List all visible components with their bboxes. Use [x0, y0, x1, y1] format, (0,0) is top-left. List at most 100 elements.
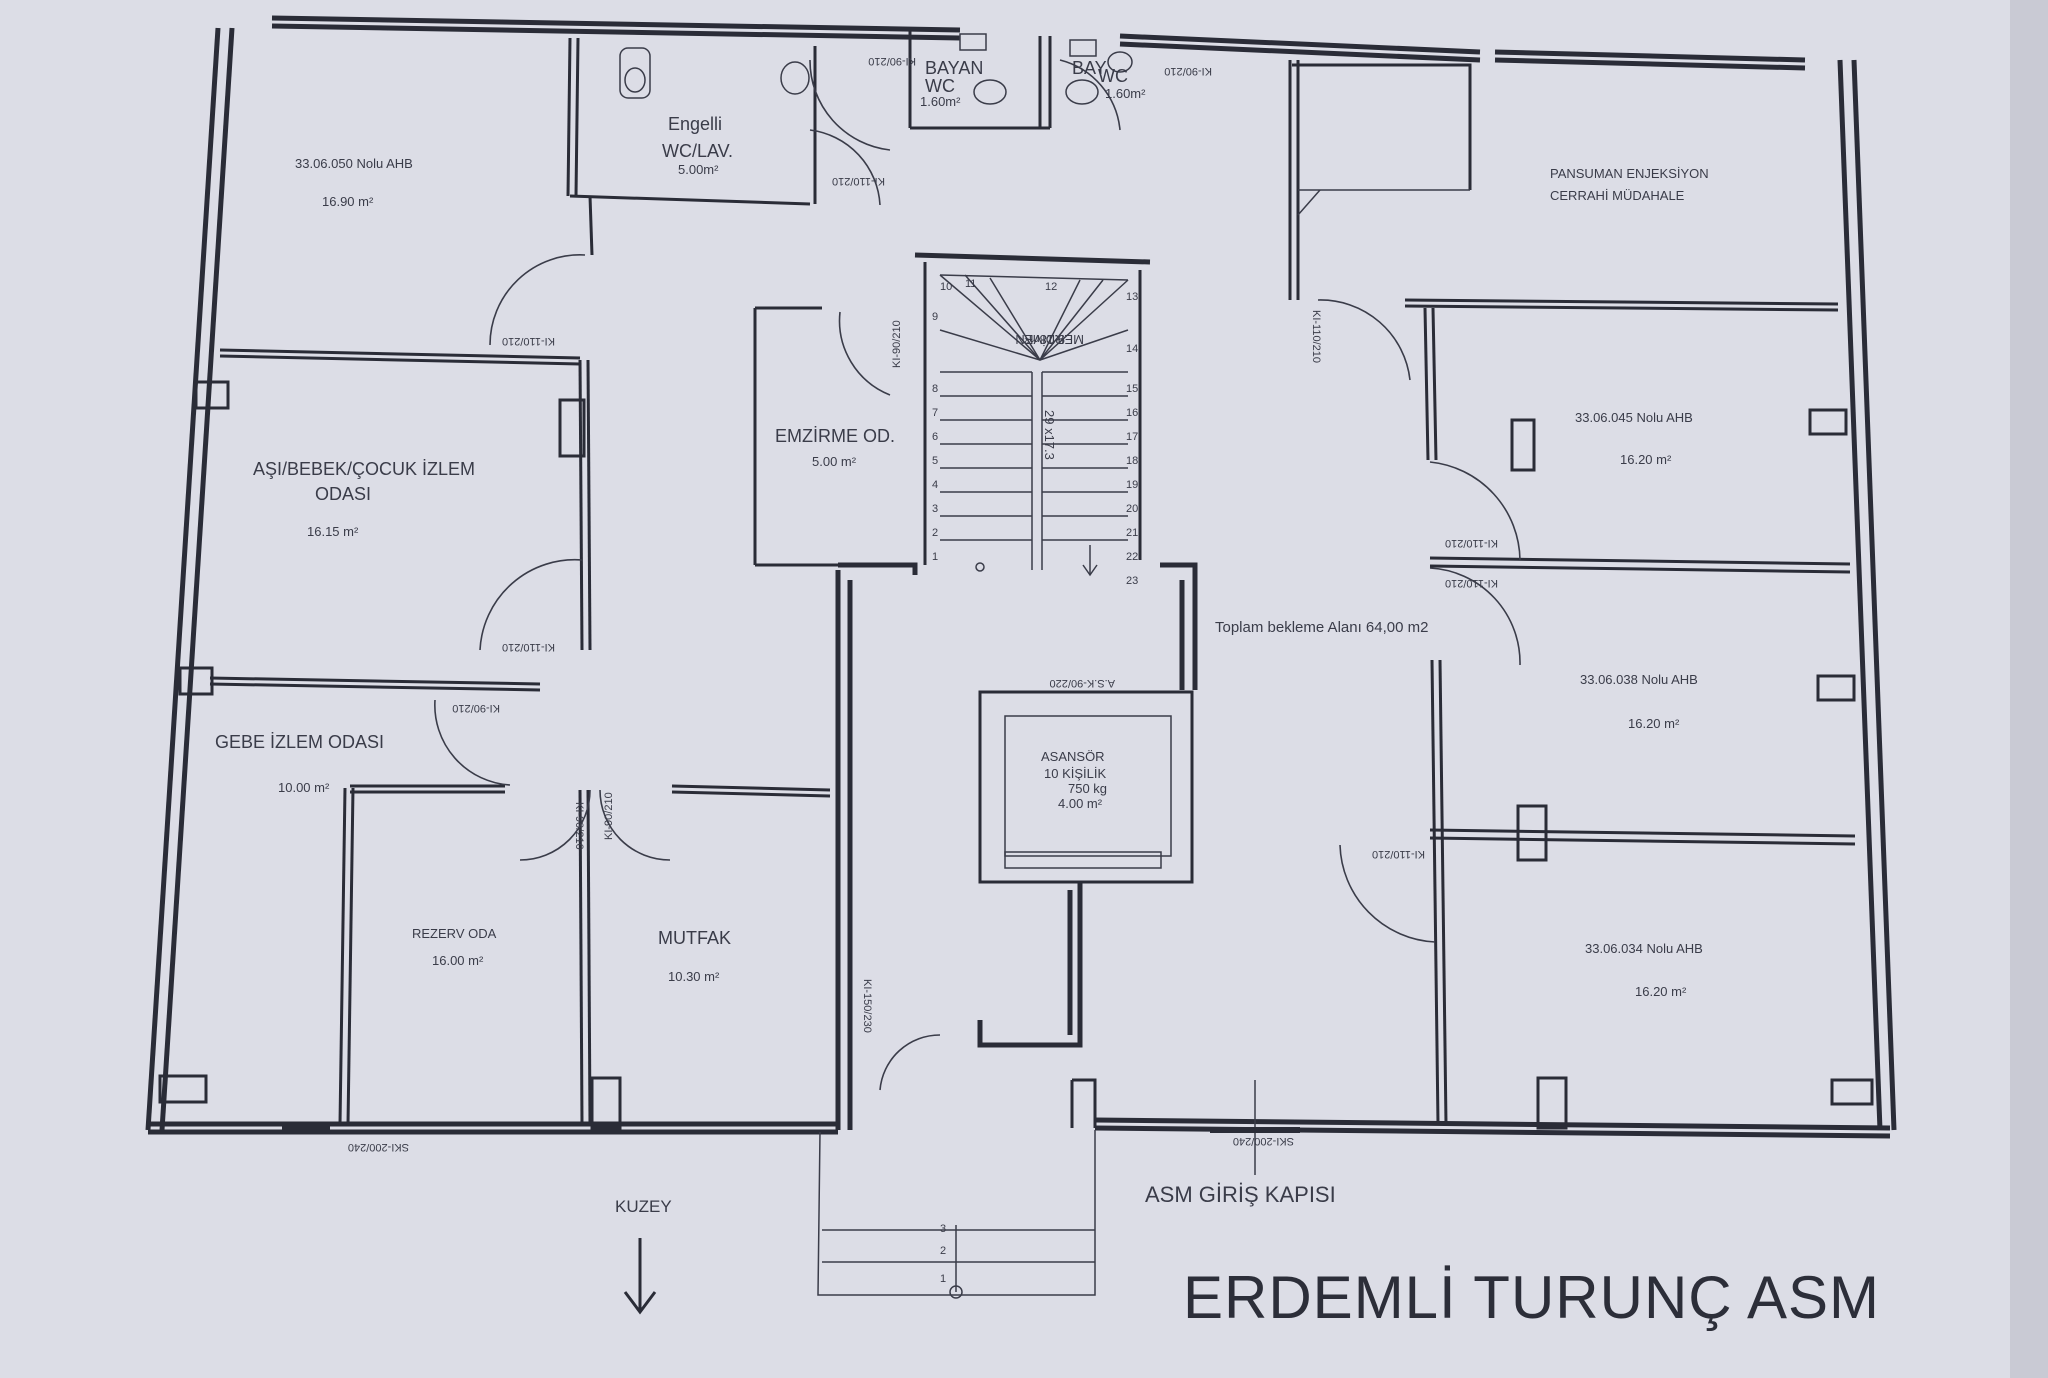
door-tag: KI-110/210 — [1445, 537, 1498, 549]
room-bayan-sub: WC — [925, 76, 955, 96]
door-tag: KI-110/210 — [1445, 577, 1498, 589]
plan-title: ERDEMLİ TURUNÇ ASM — [1183, 1264, 1880, 1331]
stair-number: 10 — [940, 281, 952, 293]
room-asansor-line3: 750 kg — [1068, 781, 1107, 796]
door-tag: KI-90/210 — [891, 320, 903, 368]
room-rezerv-area: 16.00 m² — [432, 953, 484, 968]
door-tag: KI-90/210 — [1164, 65, 1212, 77]
room-engelli-line1: Engelli — [668, 114, 722, 134]
door-tag: A.S.K-90/220 — [1050, 677, 1115, 689]
door-tag: KI-110/210 — [1372, 848, 1425, 860]
room-asi-line2: ODASI — [315, 484, 371, 504]
step-number: 3 — [940, 1223, 946, 1235]
stair-number: 23 — [1126, 575, 1138, 587]
stair-number: 16 — [1126, 407, 1138, 419]
door-tag: KI-110/210 — [1310, 310, 1322, 363]
room-ahb-034-name: 33.06.034 Nolu AHB — [1585, 941, 1703, 956]
stair-number: 12 — [1045, 281, 1057, 293]
stair-number: 19 — [1126, 479, 1138, 491]
room-ahb-050-area: 16.90 m² — [322, 194, 374, 209]
entry-steps: 1 2 3 — [940, 1223, 946, 1285]
stair-number: 5 — [932, 455, 938, 467]
door-tag: KI-90/210 — [868, 55, 916, 67]
room-asi-line1: AŞI/BEBEK/ÇOCUK İZLEM — [253, 459, 475, 479]
room-bayan-area: 1.60m² — [920, 94, 961, 109]
stair-number: 11 — [965, 278, 976, 290]
room-pansuman-line1: PANSUMAN ENJEKSİYON — [1550, 166, 1709, 181]
room-ahb-045-area: 16.20 m² — [1620, 452, 1672, 467]
interior-walls — [209, 30, 1856, 1296]
stair-number: 20 — [1126, 503, 1138, 515]
room-pansuman-line2: CERRAHİ MÜDAHALE — [1550, 188, 1685, 203]
room-ahb-034-area: 16.20 m² — [1635, 984, 1687, 999]
fixtures — [619, 33, 1133, 105]
door-tag: KI-150/230 — [861, 979, 873, 1033]
room-ahb-038-area: 16.20 m² — [1628, 716, 1680, 731]
room-rezerv-name: REZERV ODA — [412, 926, 497, 941]
stair-number: 9 — [932, 311, 938, 323]
north-label: KUZEY — [615, 1197, 672, 1216]
door-tag: KI-110/210 — [832, 175, 885, 187]
stair-number: 13 — [1126, 291, 1138, 303]
door-swings — [434, 59, 1521, 1091]
door-tag: KI-90/210 — [573, 802, 585, 850]
room-merdiven-name: MERDİVEN — [1015, 332, 1084, 347]
room-engelli-area: 5.00m² — [678, 162, 719, 177]
room-ahb-045-name: 33.06.045 Nolu AHB — [1575, 410, 1693, 425]
room-asi-area: 16.15 m² — [307, 524, 359, 539]
staircase — [939, 274, 1129, 577]
sink-icon — [1107, 51, 1133, 73]
outer-walls — [145, 15, 1897, 1139]
room-emzirme-name: EMZİRME OD. — [775, 426, 895, 446]
stair-number: 15 — [1126, 383, 1138, 395]
room-bay-area: 1.60m² — [1105, 86, 1146, 101]
room-bekleme-name: Toplam bekleme Alanı 64,00 m2 — [1215, 619, 1428, 636]
stair-number: 4 — [932, 479, 938, 491]
step-number: 1 — [940, 1273, 946, 1285]
toilet-icon — [619, 47, 651, 99]
toilet-icon — [1065, 79, 1099, 105]
room-merdiven-area: 9.18m² — [1024, 332, 1065, 347]
door-tag: SKI-200/240 — [348, 1141, 409, 1153]
stair-number: 6 — [932, 431, 938, 443]
stair-number: 21 — [1126, 527, 1138, 539]
stair-number: 1 — [932, 551, 938, 563]
room-mutfak-area: 10.30 m² — [668, 969, 720, 984]
room-gebe-name: GEBE İZLEM ODASI — [215, 732, 384, 752]
stair-number: 3 — [932, 503, 938, 515]
room-bayan-name: BAYAN — [925, 58, 983, 78]
sink-icon — [780, 61, 810, 95]
room-asansor-line1: ASANSÖR — [1041, 749, 1105, 764]
stair-number: 14 — [1126, 343, 1138, 355]
room-labels: 33.06.050 Nolu AHB 16.90 m² Engelli WC/L… — [215, 58, 1709, 999]
stair-number: 8 — [932, 383, 938, 395]
entrance-label: ASM GİRİŞ KAPISI — [1145, 1182, 1336, 1207]
door-tag: KI-90/210 — [452, 702, 500, 714]
room-ahb-050-name: 33.06.050 Nolu AHB — [295, 156, 413, 171]
room-asansor-line2: 10 KİŞİLİK — [1044, 766, 1106, 781]
stair-number: 22 — [1126, 551, 1138, 563]
stair-number: 2 — [932, 527, 938, 539]
room-ahb-038-name: 33.06.038 Nolu AHB — [1580, 672, 1698, 687]
north-arrow-icon — [623, 1238, 657, 1315]
door-tag: KI-110/210 — [502, 335, 555, 347]
door-tag: KI-110/210 — [502, 641, 555, 653]
paper-shadow-right — [2010, 0, 2048, 1378]
door-tag: SKI-200/240 — [1233, 1135, 1294, 1147]
room-bay-name: BAY — [1072, 58, 1107, 78]
room-mutfak-name: MUTFAK — [658, 928, 731, 948]
room-emzirme-area: 5.00 m² — [812, 454, 857, 469]
room-asansor-line4: 4.00 m² — [1058, 796, 1103, 811]
stair-number: 17 — [1126, 431, 1138, 443]
stair-number: 18 — [1126, 455, 1138, 467]
door-tag: KI-90/210 — [603, 792, 615, 840]
room-bay-sub: WC — [1098, 66, 1128, 86]
room-engelli-line2: WC/LAV. — [662, 141, 733, 161]
step-number: 2 — [940, 1245, 946, 1257]
stair-number: 7 — [932, 407, 938, 419]
toilet-icon — [973, 79, 1007, 105]
stair-numbers: 11 12 13 14 15 16 17 18 19 20 21 22 23 9… — [932, 278, 1138, 587]
door-tags: KI-90/210 KI-110/210 KI-110/210 KI-90/21… — [348, 55, 1498, 1153]
